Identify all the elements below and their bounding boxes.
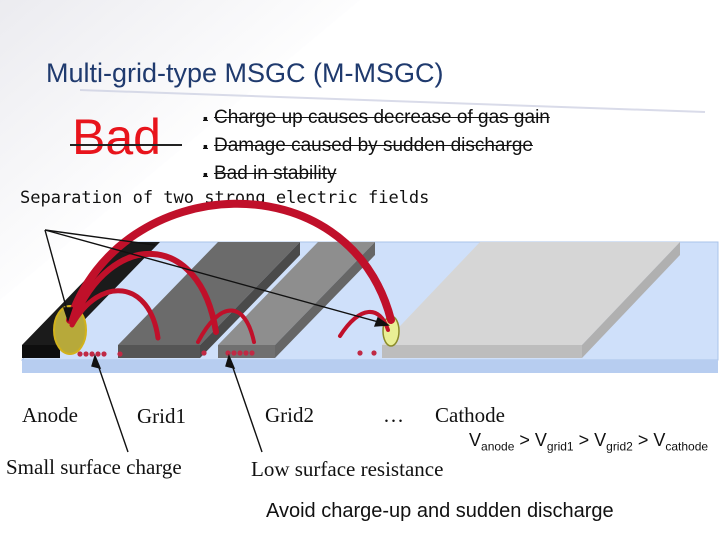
- field-arc: [71, 251, 219, 335]
- bad-label: Bad: [72, 109, 161, 165]
- bullet-icon: ▪: [203, 138, 208, 154]
- pointer-lines: [44, 229, 391, 327]
- label-cathode: Cathode: [435, 403, 505, 427]
- grid1-strip-side: [200, 242, 300, 358]
- conclusion-text: Avoid charge-up and sudden discharge: [266, 500, 614, 522]
- field-arc: [66, 199, 395, 324]
- drawback-item: ▪Damage caused by sudden discharge: [203, 135, 533, 156]
- field-arc: [196, 308, 256, 344]
- cathode-strip-top: [382, 242, 680, 345]
- drawback-item: ▪Charge up causes decrease of gas gain: [203, 107, 550, 128]
- cathode-strip-side: [582, 242, 680, 358]
- label-ellipsis: …: [383, 403, 404, 427]
- grid2-strip-side: [275, 242, 375, 358]
- bad-strikethrough: [70, 144, 182, 146]
- drawback-list: ▪Charge up causes decrease of gas gain ▪…: [203, 104, 550, 188]
- label-anode: Anode: [22, 403, 78, 427]
- substrate-front: [22, 360, 718, 373]
- annotation-arrows: [91, 353, 263, 453]
- voltage-relation: Vanode > Vgrid1 > Vgrid2 > Vcathode: [469, 430, 709, 454]
- label-grid1: Grid1: [137, 404, 186, 428]
- cathode-strip-front: [382, 345, 582, 358]
- drawback-item: ▪Bad in stability: [203, 163, 337, 184]
- label-low-surface-resistance: Low surface resistance: [251, 457, 444, 481]
- bullet-icon: ▪: [203, 166, 208, 182]
- grid1-strip-front: [118, 345, 200, 358]
- separation-caption: Separation of two strong electric fields: [20, 188, 430, 208]
- field-arc: [69, 288, 161, 341]
- anode-strip-front: [22, 345, 60, 358]
- label-grid2: Grid2: [265, 403, 314, 427]
- grid1-strip-top: [118, 242, 300, 345]
- bullet-icon: ▪: [203, 110, 208, 126]
- grid2-strip-top: [218, 242, 375, 345]
- page-title: Multi-grid-type MSGC (M-MSGC): [46, 58, 444, 88]
- surface-charges: [77, 350, 377, 357]
- label-small-surface-charge: Small surface charge: [6, 455, 182, 479]
